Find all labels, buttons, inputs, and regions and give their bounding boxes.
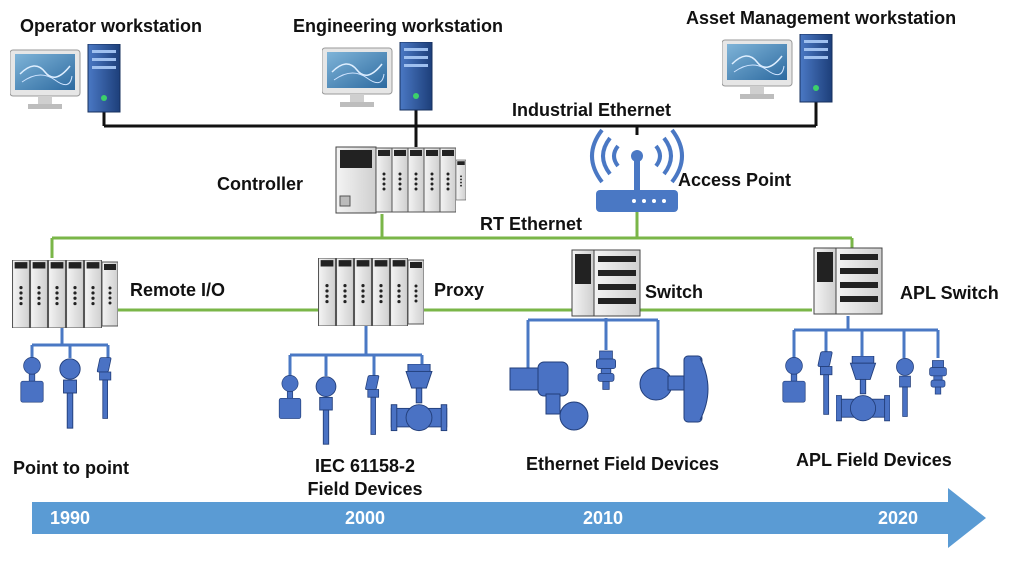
proxy-icon bbox=[318, 258, 424, 326]
engineering-workstation-icon bbox=[322, 42, 433, 111]
ethernet-field-devices-label: Ethernet Field Devices bbox=[526, 454, 720, 474]
remote-io-label: Remote I/O bbox=[130, 280, 226, 300]
remote-io-icon bbox=[12, 260, 118, 328]
rt-ethernet-lines bbox=[50, 212, 854, 312]
magnetic-flow-meter-icon bbox=[639, 355, 709, 423]
sensor-icon bbox=[595, 350, 617, 390]
access-point-icon bbox=[590, 128, 684, 212]
point-to-point-label: Point to point bbox=[13, 458, 129, 478]
apl-field-devices-label: APL Field Devices bbox=[796, 450, 952, 470]
year-2010: 2010 bbox=[583, 508, 624, 528]
switch-label: Switch bbox=[645, 282, 704, 302]
iec-label-line1: IEC 61158-2 bbox=[314, 456, 416, 476]
transmitter-icon bbox=[20, 356, 44, 403]
transmitter-icon bbox=[782, 356, 806, 403]
control-valve-icon bbox=[836, 356, 890, 422]
industrial-ethernet-lines bbox=[102, 100, 818, 147]
timeline-arrow bbox=[32, 488, 986, 548]
operator-workstation-icon bbox=[10, 44, 121, 113]
apl-switch-label: APL Switch bbox=[900, 283, 999, 303]
iec-field-devices-label: IEC 61158-2 Field Devices bbox=[300, 456, 430, 500]
flow-meter-icon bbox=[509, 361, 589, 431]
switch-icon bbox=[571, 249, 641, 317]
operator-workstation-label: Operator workstation bbox=[20, 16, 203, 36]
iec-label-line2: Field Devices bbox=[307, 479, 423, 499]
fieldbus-lines bbox=[30, 316, 940, 376]
probe-icon bbox=[364, 375, 380, 435]
pressure-transmitter-icon bbox=[896, 357, 914, 417]
asset-management-workstation-label: Asset Management workstation bbox=[686, 8, 957, 28]
probe-icon bbox=[96, 357, 112, 419]
probe-icon bbox=[817, 351, 833, 415]
year-1990: 1990 bbox=[50, 508, 91, 528]
year-2000: 2000 bbox=[345, 508, 386, 528]
proxy-label: Proxy bbox=[434, 280, 485, 300]
controller-icon bbox=[335, 146, 466, 214]
controller-label: Controller bbox=[217, 174, 304, 194]
engineering-workstation-label: Engineering workstation bbox=[293, 16, 504, 36]
rt-ethernet-label: RT Ethernet bbox=[480, 214, 583, 234]
apl-switch-icon bbox=[813, 247, 883, 315]
sensor-icon bbox=[929, 360, 947, 395]
industrial-ethernet-label: Industrial Ethernet bbox=[512, 100, 672, 120]
pressure-transmitter-icon bbox=[315, 376, 337, 445]
year-2020: 2020 bbox=[878, 508, 919, 528]
pressure-transmitter-icon bbox=[59, 358, 81, 429]
access-point-label: Access Point bbox=[678, 170, 792, 190]
control-valve-icon bbox=[390, 364, 448, 432]
transmitter-icon bbox=[278, 374, 302, 420]
asset-management-workstation-icon bbox=[722, 34, 833, 103]
